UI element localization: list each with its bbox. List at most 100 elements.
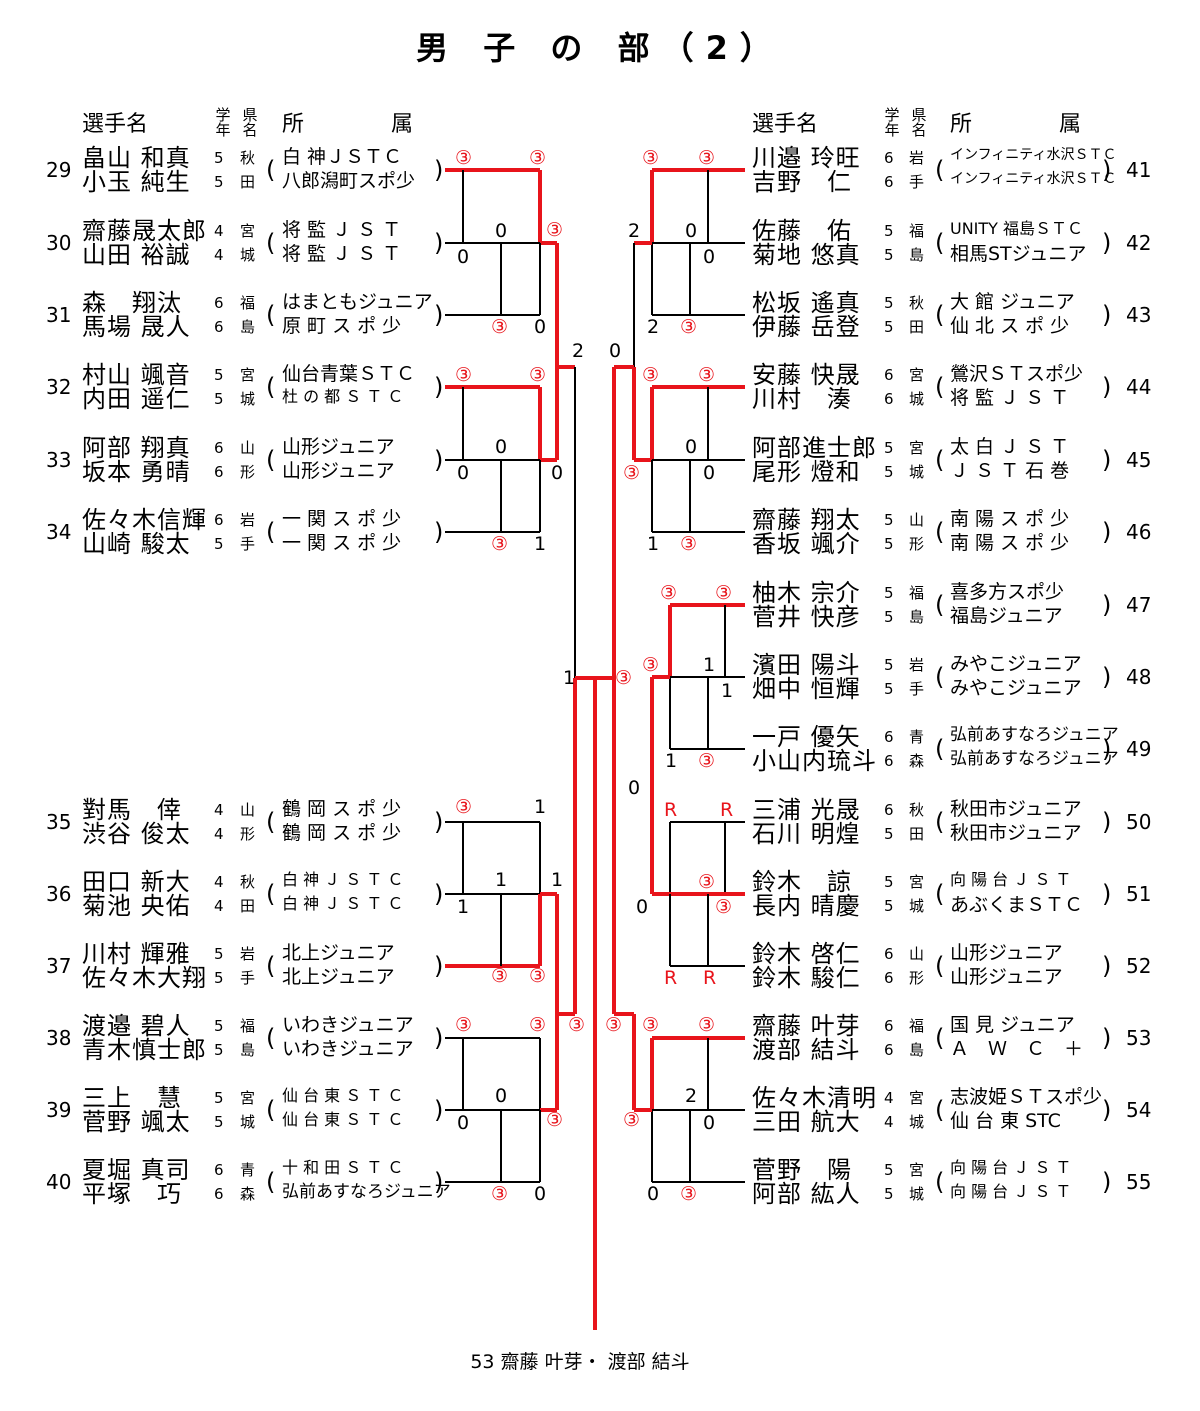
player-name: 菅野 陽 (752, 1156, 852, 1184)
paren-open: ( (935, 880, 945, 908)
match-score: 0 (457, 1112, 470, 1134)
match-score: 2 (628, 220, 641, 242)
entry-number: 45 (1126, 448, 1152, 472)
match-score-win: ③ (698, 364, 716, 386)
entry-number: 37 (46, 954, 72, 978)
player-prefecture: 手 (240, 535, 256, 553)
paren-close: ) (1102, 446, 1112, 474)
paren-open: ( (935, 1024, 945, 1052)
paren-open: ( (266, 1168, 276, 1196)
match-score-win: ③ (615, 667, 633, 689)
player-name: 佐々木清明 (752, 1084, 877, 1112)
player-name: 一戸 優矢 (752, 723, 861, 751)
player-prefecture: 岩 (909, 149, 925, 167)
paren-open: ( (935, 952, 945, 980)
player-name: 齋藤晟太郎 (82, 217, 207, 245)
entry-number: 52 (1126, 954, 1152, 978)
player-prefecture: 森 (909, 752, 925, 770)
player-grade: 5 (884, 294, 894, 312)
player-grade: 5 (214, 1041, 224, 1059)
player-name: 平塚 巧 (82, 1180, 182, 1208)
player-name: 菊池 央佑 (82, 892, 191, 920)
player-affiliation: 北上ジュニア (282, 966, 395, 988)
player-prefecture: 岩 (909, 656, 925, 674)
player-name: 尾形 燈和 (752, 458, 861, 486)
paren-close: ) (434, 229, 444, 257)
match-score-win: ③ (715, 896, 733, 918)
header-player-name-left: 選手名 (82, 112, 149, 137)
player-prefecture: 城 (909, 463, 925, 481)
player-grade: 6 (214, 294, 224, 312)
match-score: 0 (495, 220, 508, 242)
player-grade: 6 (214, 318, 224, 336)
player-prefecture: 福 (240, 294, 256, 312)
player-name: 菊地 悠真 (752, 241, 861, 269)
player-name: 松坂 遙真 (752, 289, 861, 317)
player-affiliation: 鶴 岡 ス ポ 少 (282, 798, 402, 820)
player-grade: 6 (884, 390, 894, 408)
paren-open: ( (266, 808, 276, 836)
paren-open: ( (935, 1096, 945, 1124)
entry-number: 53 (1126, 1026, 1152, 1050)
player-grade: 5 (884, 680, 894, 698)
player-grade: 4 (214, 897, 224, 915)
player-prefecture: 田 (240, 173, 256, 191)
player-prefecture: 岩 (240, 511, 256, 529)
player-affiliation: 仙 台 東 STC (950, 1110, 1061, 1132)
player-name: 鈴木 駿仁 (752, 964, 861, 992)
match-score: 0 (534, 316, 547, 338)
player-grade: 5 (884, 463, 894, 481)
player-name: 對馬 倖 (82, 796, 182, 824)
entry-number: 44 (1126, 375, 1152, 399)
player-affiliation: 弘前あすなろジュニア (950, 749, 1119, 769)
entry-number: 39 (46, 1098, 72, 1122)
player-grade: 4 (214, 873, 224, 891)
entry-number: 43 (1126, 303, 1152, 327)
player-prefecture: 秋 (909, 294, 925, 312)
player-affiliation: 八郎潟町スポ少 (282, 170, 416, 192)
player-prefecture: 城 (909, 1185, 925, 1203)
player-grade: 5 (214, 1089, 224, 1107)
player-grade: 5 (884, 584, 894, 602)
player-affiliation: 仙台青葉ＳＴＣ (282, 363, 416, 385)
player-grade: 5 (214, 1017, 224, 1035)
match-score-win: ③ (529, 147, 547, 169)
player-grade: 4 (214, 801, 224, 819)
player-name: 佐藤 佑 (752, 217, 852, 245)
match-score: 1 (665, 750, 678, 772)
paren-close: ) (434, 1096, 444, 1124)
paren-close: ) (434, 373, 444, 401)
entry-number: 48 (1126, 665, 1152, 689)
player-grade: 5 (214, 173, 224, 191)
player-grade: 6 (884, 945, 894, 963)
player-grade: 5 (884, 897, 894, 915)
player-grade: 6 (884, 173, 894, 191)
paren-open: ( (935, 591, 945, 619)
paren-open: ( (935, 446, 945, 474)
player-name: 三浦 光晟 (752, 796, 861, 824)
match-score-win: ③ (642, 654, 660, 676)
player-name: 鈴木 諒 (752, 868, 852, 896)
match-score: 1 (457, 896, 470, 918)
player-affiliation: いわきジュニア (282, 1038, 414, 1060)
paren-close: ) (1102, 373, 1112, 401)
player-name: 佐々木大翔 (82, 964, 207, 992)
player-name: 阿部進士郎 (752, 434, 877, 462)
player-name: 濱田 陽斗 (752, 651, 861, 679)
player-affiliation: 白 神ＪＳＴＣ (282, 146, 403, 168)
player-name: 川邉 玲旺 (752, 144, 861, 172)
player-affiliation: みやこジュニア (950, 677, 1082, 699)
player-prefecture: 福 (909, 584, 925, 602)
match-score: 2 (647, 316, 660, 338)
player-prefecture: 城 (240, 390, 256, 408)
paren-open: ( (266, 446, 276, 474)
player-name: 内田 遥仁 (82, 385, 191, 413)
player-affiliation: 志波姫ＳＴスポ少 (950, 1086, 1103, 1108)
player-prefecture: 形 (240, 463, 256, 481)
paren-close: ) (1102, 952, 1112, 980)
paren-open: ( (935, 373, 945, 401)
player-prefecture: 城 (240, 246, 256, 264)
match-score-win: ③ (455, 796, 473, 818)
match-score-win: ③ (568, 1014, 586, 1036)
player-affiliation: 国 見 ジュニア (950, 1014, 1075, 1036)
